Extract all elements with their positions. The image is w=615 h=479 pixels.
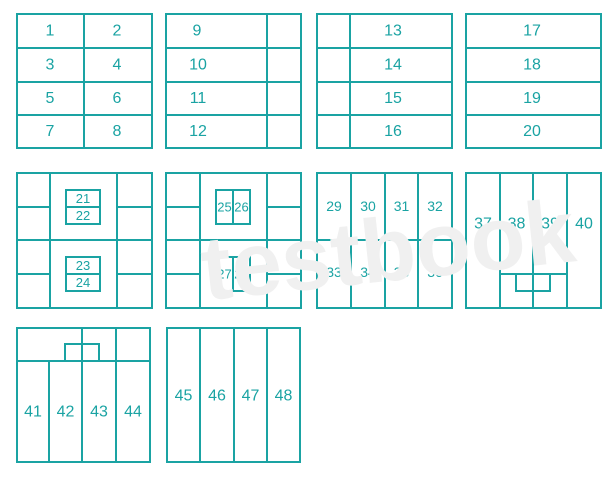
region-label: 47 — [242, 388, 260, 405]
region-label: 28 — [234, 267, 248, 282]
region-label: 26 — [234, 200, 248, 215]
figure-j: 45 46 47 48 — [166, 327, 301, 463]
region-label: 19 — [523, 90, 541, 107]
region-label: 3 — [46, 57, 55, 74]
region-label: 10 — [189, 57, 207, 74]
region-label: 12 — [189, 123, 207, 140]
region-label: 18 — [523, 57, 541, 74]
region-label: 40 — [575, 216, 593, 233]
figure-i: 41 42 43 44 — [16, 327, 151, 463]
region-label: 2 — [113, 23, 122, 40]
region-label: 21 — [76, 191, 90, 206]
region-label: 9 — [193, 23, 202, 40]
region-label: 33 — [326, 264, 342, 280]
top-notch — [64, 343, 100, 361]
region-label: 45 — [175, 388, 193, 405]
region-label: 22 — [76, 208, 90, 223]
region-label: 35 — [394, 264, 410, 280]
region-label: 48 — [275, 388, 293, 405]
region-label: 8 — [113, 123, 122, 140]
region-label: 5 — [46, 90, 55, 107]
figure-h: 37 38 39 40 — [465, 172, 602, 309]
region-label: 36 — [427, 264, 443, 280]
region-label: 29 — [326, 198, 342, 214]
region-label: 13 — [384, 23, 402, 40]
figure-a: 1 2 3 4 5 6 7 8 — [16, 13, 153, 149]
region-label: 41 — [24, 404, 42, 421]
region-label: 25 — [217, 200, 231, 215]
bottom-notch — [515, 274, 551, 292]
region-label: 31 — [394, 198, 410, 214]
region-label: 17 — [523, 23, 541, 40]
region-label: 15 — [384, 90, 402, 107]
figure-g: 29 30 31 32 33 34 35 36 — [316, 172, 453, 309]
region-label: 32 — [427, 198, 443, 214]
region-label: 39 — [541, 216, 559, 233]
region-label: 1 — [46, 23, 55, 40]
figure-b: 9 10 11 12 — [165, 13, 302, 149]
region-label: 34 — [360, 264, 376, 280]
region-label: 38 — [508, 216, 526, 233]
region-label: 42 — [57, 404, 75, 421]
region-label: 7 — [46, 123, 55, 140]
watermark-text: testbook — [196, 181, 580, 320]
region-label: 11 — [190, 90, 207, 107]
region-label: 27 — [217, 267, 231, 282]
region-label: 46 — [208, 388, 226, 405]
figure-c: 13 14 15 16 — [316, 13, 453, 149]
region-label: 20 — [523, 123, 541, 140]
figure-e: 21 22 23 24 — [16, 172, 153, 309]
region-label: 6 — [113, 90, 122, 107]
region-label: 30 — [360, 198, 376, 214]
region-label: 43 — [90, 404, 108, 421]
region-label: 4 — [113, 57, 122, 74]
region-label: 16 — [384, 123, 402, 140]
figure-i-frame — [16, 327, 151, 463]
region-label: 24 — [76, 275, 90, 290]
region-label: 23 — [76, 258, 90, 273]
region-label: 44 — [124, 404, 142, 421]
region-label: 14 — [384, 57, 402, 74]
figure-d: 17 18 19 20 — [465, 13, 602, 149]
region-label: 37 — [474, 216, 492, 233]
